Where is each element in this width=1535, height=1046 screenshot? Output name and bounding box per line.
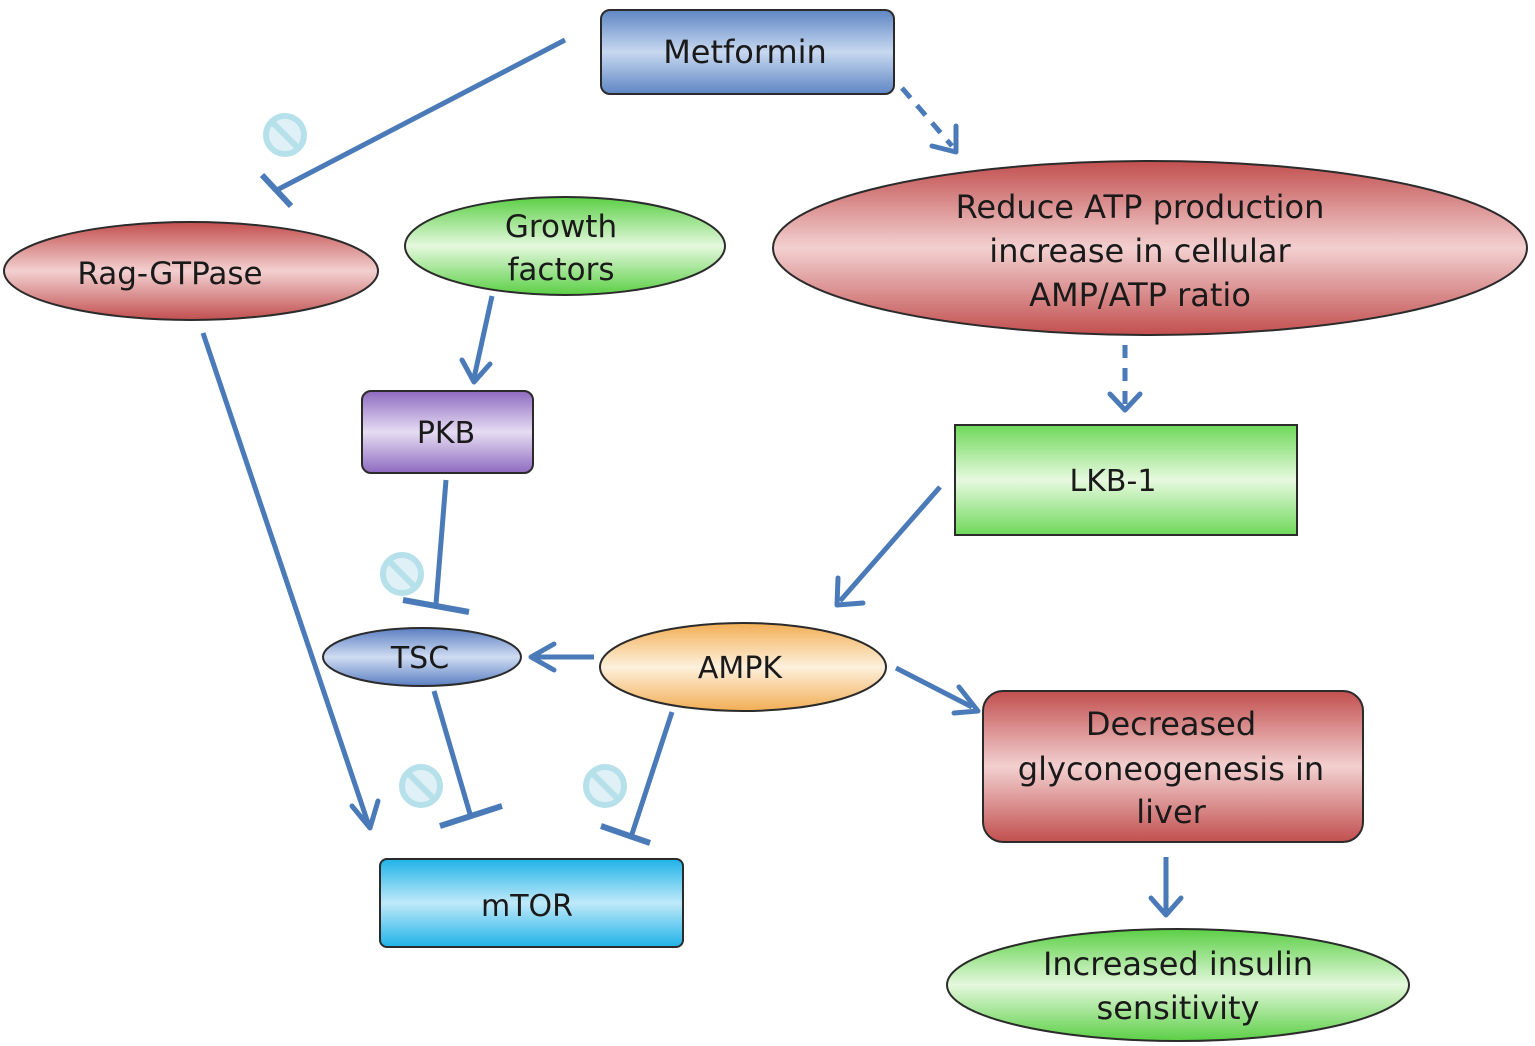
node-ampk-label: AMPK <box>698 651 783 686</box>
node-decreased-line1: Decreased <box>1086 705 1256 743</box>
edge-reduce-atp-to-lkb1 <box>1107 345 1143 413</box>
node-metformin: Metformin <box>600 9 895 95</box>
node-decreased-line2: glyconeogenesis in <box>1018 750 1324 788</box>
edge-ampk-to-tsc <box>528 641 594 673</box>
no-entry-icon <box>380 552 424 596</box>
node-increased-insulin-sensitivity: Increased insulin sensitivity <box>946 928 1410 1042</box>
node-ampk: AMPK <box>599 622 887 712</box>
node-metformin-label: Metformin <box>663 33 827 71</box>
edge-growth-factors-to-pkb <box>459 295 495 385</box>
node-tsc-label: TSC <box>390 641 449 676</box>
no-entry-icon <box>263 113 307 157</box>
edge-metformin-inhibits-rag-gtpase <box>259 37 567 209</box>
node-increased-insulin-line2: sensitivity <box>1097 989 1260 1027</box>
edge-pkb-inhibits-tsc <box>402 479 470 615</box>
node-tsc: TSC <box>322 627 522 687</box>
node-rag-gtpase: Rag-GTPase <box>3 221 379 321</box>
node-reduce-atp-production: Reduce ATP production increase in cellul… <box>772 160 1528 336</box>
edge-lkb1-to-ampk <box>834 485 942 608</box>
node-lkb1: LKB-1 <box>954 424 1298 536</box>
no-entry-icon <box>399 764 443 808</box>
node-reduce-atp-line3: AMP/ATP ratio <box>1029 276 1251 314</box>
node-reduce-atp-line1: Reduce ATP production <box>956 188 1325 226</box>
edge-ampk-to-decreased-gluconeogenesis <box>894 665 981 716</box>
node-rag-gtpase-label: Rag-GTPase <box>77 256 262 292</box>
edge-decreased-gluconeogenesis-to-increased-insulin <box>1148 857 1184 918</box>
node-growth-factors-line1: Growth <box>505 209 617 245</box>
edge-metformin-to-reduce-atp <box>900 86 959 155</box>
node-pkb-label: PKB <box>417 416 475 451</box>
no-entry-icon <box>583 764 627 808</box>
node-growth-factors: Growth factors <box>404 196 726 296</box>
node-increased-insulin-line1: Increased insulin <box>1043 945 1313 983</box>
node-decreased-gluconeogenesis: Decreased glyconeogenesis in liver <box>982 690 1364 843</box>
node-mtor-label: mTOR <box>481 889 573 924</box>
edge-rag-gtpase-to-mtor <box>200 332 381 831</box>
node-lkb1-label: LKB-1 <box>1070 464 1157 499</box>
node-mtor: mTOR <box>379 858 684 948</box>
node-decreased-line3: liver <box>1136 793 1206 831</box>
edge-tsc-inhibits-mtor <box>431 690 503 829</box>
node-pkb: PKB <box>361 390 534 474</box>
edge-ampk-inhibits-mtor <box>600 711 675 846</box>
node-reduce-atp-line2: increase in cellular <box>989 232 1291 270</box>
node-growth-factors-line2: factors <box>508 252 615 288</box>
